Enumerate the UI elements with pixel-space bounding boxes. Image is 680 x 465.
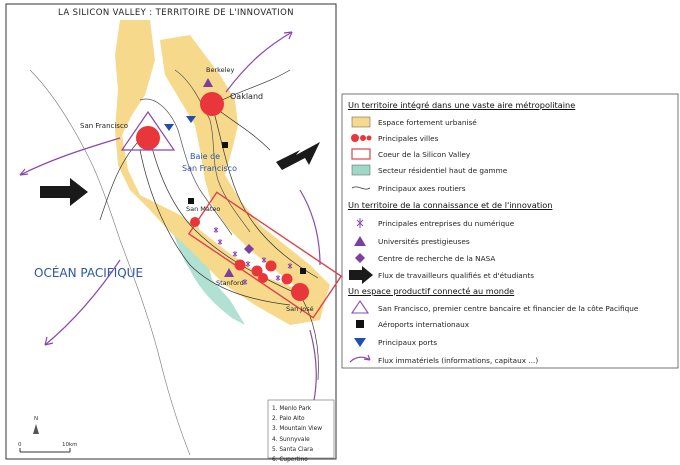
city-san-francisco bbox=[136, 126, 160, 150]
legend-item: Principaux ports bbox=[378, 338, 438, 347]
bay-coast-east bbox=[174, 69, 251, 233]
university-stanford bbox=[224, 268, 234, 277]
city-list-item: 5. Santa Clara bbox=[272, 446, 314, 453]
label-stanford: Stanford bbox=[216, 279, 244, 287]
north-label: N bbox=[34, 416, 39, 422]
city-1 bbox=[234, 259, 246, 271]
city-2 bbox=[251, 265, 263, 277]
city-list-item: 4. Sunnyvale bbox=[272, 436, 310, 443]
legend-item: Coeur de la Silicon Valley bbox=[378, 150, 471, 159]
city-list-item: 1. Menlo Park bbox=[272, 406, 312, 412]
residential-zone bbox=[168, 222, 245, 325]
legend-item: Secteur résidentiel haut de gamme bbox=[378, 166, 508, 175]
legend-airport-icon bbox=[356, 320, 364, 328]
legend-item: Aéroports internationaux bbox=[378, 320, 470, 329]
label-san-jose: San José bbox=[286, 305, 314, 313]
legend-nasa-icon bbox=[355, 253, 365, 263]
legend-core-swatch bbox=[351, 148, 371, 160]
legend-section-3: Un espace productif connecté au monde bbox=[348, 286, 515, 296]
digital-companies bbox=[213, 227, 293, 285]
city-4 bbox=[258, 273, 268, 283]
legend-company-icon bbox=[356, 218, 364, 228]
worker-flux-arrow-west bbox=[40, 178, 88, 206]
city-san-jose bbox=[291, 283, 309, 301]
legend-section-1: Un territoire intégré dans une vaste air… bbox=[348, 100, 576, 110]
legend-item: San Francisco, premier centre bancaire e… bbox=[378, 304, 639, 313]
ocean-coastline bbox=[29, 69, 191, 456]
legend-university-icon bbox=[354, 236, 366, 246]
legend-sf-triangle-icon bbox=[350, 300, 370, 314]
legend-section-2: Un territoire de la connaissance et de l… bbox=[348, 200, 553, 210]
bay-coast-west bbox=[139, 98, 233, 236]
city-oakland bbox=[200, 92, 224, 116]
airport-oakland bbox=[222, 142, 228, 148]
city-5 bbox=[281, 273, 293, 285]
city-san-mateo bbox=[190, 217, 200, 227]
label-bay-2: San Francisco bbox=[182, 164, 237, 173]
label-bay-1: Baie de bbox=[190, 152, 221, 161]
city-list-item: 6. Cupertino bbox=[272, 457, 308, 464]
port-oakland bbox=[186, 116, 196, 123]
airport-sfo bbox=[188, 198, 194, 204]
map-frame bbox=[5, 3, 337, 460]
legend-port-icon bbox=[354, 338, 366, 347]
worker-flux-arrow-east bbox=[276, 142, 320, 170]
legend-road-icon bbox=[351, 186, 371, 190]
legend-item: Universités prestigieuses bbox=[378, 237, 470, 246]
university-berkeley bbox=[203, 78, 213, 87]
label-ocean: OCÉAN PACIFIQUE bbox=[34, 266, 144, 280]
map-title: LA SILICON VALLEY : TERRITOIRE DE L'INNO… bbox=[58, 8, 294, 18]
legend-item: Principales villes bbox=[378, 134, 439, 143]
legend-item: Flux de travailleurs qualifiés et d'étud… bbox=[378, 271, 535, 280]
legend-city-icon bbox=[351, 134, 359, 142]
legend-frame bbox=[341, 93, 679, 369]
legend-urban-swatch bbox=[351, 116, 371, 128]
legend-item: Espace fortement urbanisé bbox=[378, 118, 477, 127]
label-oakland: Oakland bbox=[230, 92, 264, 101]
label-berkeley: Berkeley bbox=[206, 66, 235, 74]
city-list-item: 3. Mountain View bbox=[272, 426, 322, 433]
legend-item: Principaux axes routiers bbox=[378, 184, 466, 193]
legend-item: Flux immatériels (informations, capitaux… bbox=[378, 356, 539, 365]
north-arrow-icon bbox=[33, 424, 39, 434]
port-sf bbox=[164, 124, 174, 131]
scale-zero: 0 bbox=[18, 442, 22, 448]
legend-item: Principales entreprises du numérique bbox=[378, 219, 515, 228]
legend-residential-swatch bbox=[351, 164, 371, 176]
city-3 bbox=[265, 260, 277, 272]
label-san-francisco: San Francisco bbox=[80, 122, 129, 130]
cities-list: 1. Menlo Park 2. Palo Alto 3. Mountain V… bbox=[272, 404, 322, 465]
cities-box bbox=[267, 399, 335, 459]
legend-worker-arrow-icon bbox=[349, 266, 373, 284]
airport-san-jose bbox=[300, 268, 306, 274]
label-san-mateo: San Mateo bbox=[186, 205, 221, 213]
city-list-item: 2. Palo Alto bbox=[272, 416, 305, 423]
legend-flux-icon bbox=[349, 356, 371, 363]
legend-item: Centre de recherche de la NASA bbox=[378, 254, 496, 263]
core-silicon-valley bbox=[187, 191, 343, 319]
nasa-center bbox=[244, 244, 254, 254]
scale-dist: 10km bbox=[62, 442, 78, 448]
sf-finance-triangle bbox=[120, 110, 176, 151]
